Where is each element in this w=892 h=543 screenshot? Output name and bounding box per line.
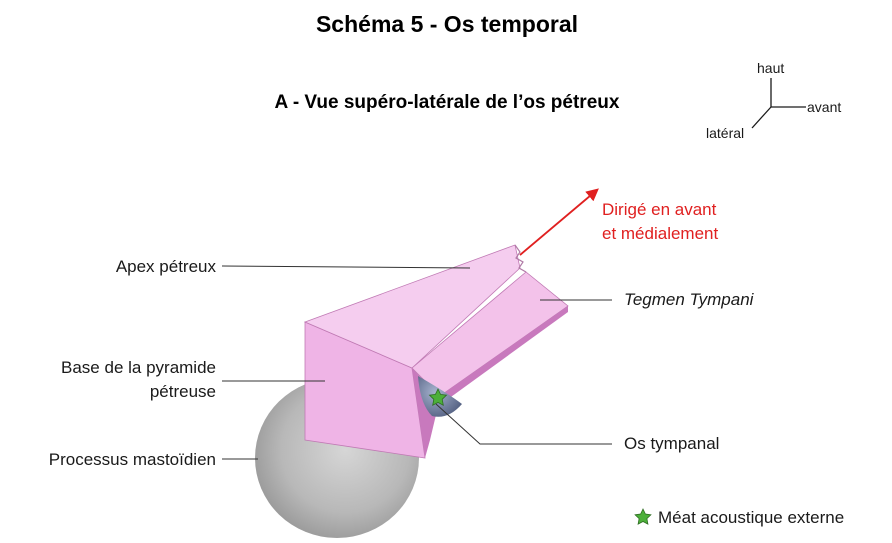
- page-title: Schéma 5 - Os temporal: [316, 11, 578, 37]
- orientation-up-label: haut: [757, 60, 784, 76]
- orientation-lateral-label: latéral: [706, 125, 744, 141]
- direction-arrow: [519, 188, 599, 256]
- view-subtitle: A - Vue supéro-latérale de l’os pétreux: [275, 92, 620, 113]
- mastoid-label: Processus mastoïdien: [49, 450, 216, 469]
- apex-fracture-edge: [514, 244, 527, 273]
- acoustic-meatus-star-icon: [428, 388, 448, 406]
- leader-lines: [221, 265, 612, 460]
- direction-note-line1: Dirigé en avant: [602, 200, 717, 219]
- orientation-indicator: haut avant latéral: [706, 60, 841, 141]
- tympanal-label: Os tympanal: [624, 434, 719, 453]
- legend-star-label: Méat acoustique externe: [658, 508, 844, 527]
- apex-label: Apex pétreux: [116, 257, 217, 276]
- legend-star-icon: [634, 508, 652, 525]
- orientation-front-label: avant: [807, 99, 841, 115]
- tegmen-label: Tegmen Tympani: [624, 290, 755, 309]
- base-label-line2: pétreuse: [150, 382, 216, 401]
- base-label-line1: Base de la pyramide: [61, 358, 216, 377]
- legend: Méat acoustique externe: [634, 508, 844, 527]
- tegmen-tympani-edge: [440, 306, 568, 402]
- direction-note-line2: et médialement: [602, 224, 719, 243]
